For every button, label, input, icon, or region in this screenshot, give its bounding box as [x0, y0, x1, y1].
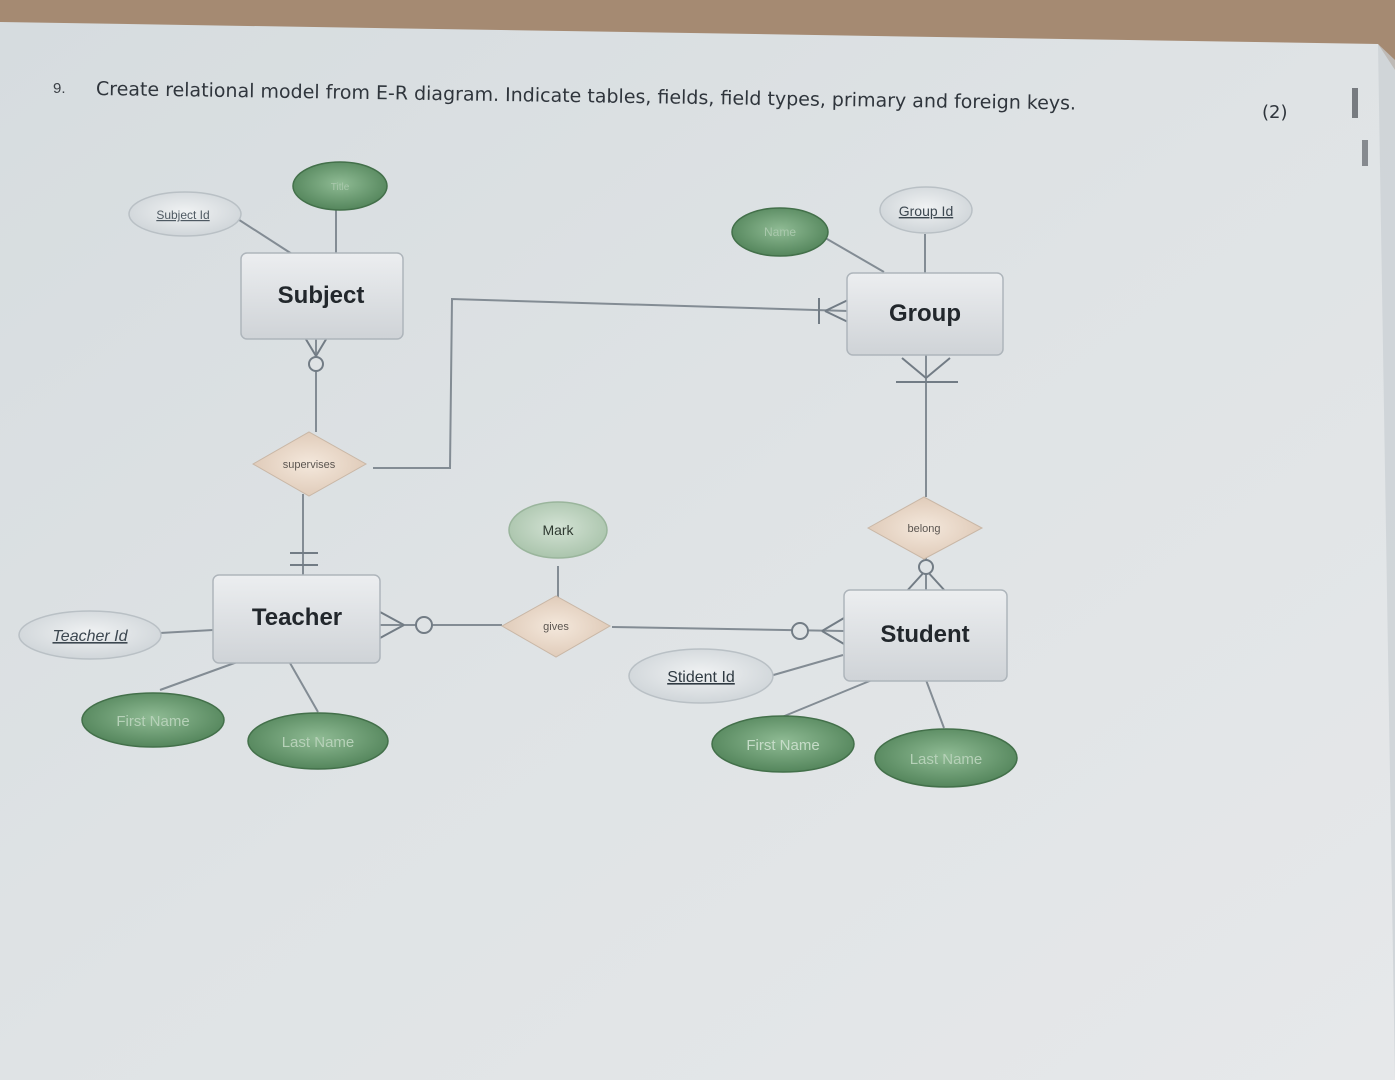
connector-lines [159, 210, 945, 729]
relationship-gives-label: gives [543, 621, 569, 633]
attribute-teacher-first-name: First Name [81, 692, 225, 748]
attribute-mark: Mark [508, 501, 608, 559]
attribute-teacher-last-name: Last Name [247, 712, 389, 770]
entity-teacher-label: Teacher [252, 604, 342, 631]
entity-student-label: Student [880, 621, 969, 648]
attribute-teacher-first-name-label: First Name [116, 713, 189, 730]
entity-subject-label: Subject [278, 282, 365, 309]
attribute-mark-label: Mark [542, 522, 574, 538]
attribute-subject-title-label: Title [331, 182, 350, 193]
attribute-subject-id-label: Subject Id [156, 208, 209, 222]
attribute-teacher-id-label: Teacher Id [52, 628, 128, 645]
attribute-student-first-name: First Name [711, 715, 855, 773]
attribute-student-id: Stident Id [628, 648, 774, 704]
relationship-belong-label: belong [907, 523, 940, 535]
attribute-group-name: Name [731, 207, 829, 257]
question-number: 9. [53, 80, 66, 97]
entity-teacher: Teacher [212, 574, 381, 664]
entity-subject: Subject [240, 252, 404, 340]
relationship-supervises: supervises [251, 431, 368, 497]
attribute-group-id-label: Group Id [899, 203, 953, 219]
attribute-student-last-name-label: Last Name [910, 751, 983, 768]
attribute-student-first-name-label: First Name [746, 737, 819, 754]
attribute-subject-id: Subject Id [128, 191, 242, 237]
entity-group-label: Group [889, 300, 961, 327]
question-marks: (2) [1262, 102, 1288, 123]
attribute-student-id-label: Stident Id [667, 669, 735, 686]
page-edge-mark [1352, 88, 1358, 118]
relationship-belong: belong [866, 496, 984, 560]
attribute-subject-title: Title [292, 161, 388, 211]
relationship-gives: gives [500, 595, 612, 658]
attribute-teacher-id: Teacher Id [18, 610, 162, 660]
attribute-student-last-name: Last Name [874, 728, 1018, 788]
entity-group: Group [846, 272, 1004, 356]
attribute-teacher-last-name-label: Last Name [282, 734, 355, 751]
attribute-group-id: Group Id [879, 186, 973, 234]
attribute-group-name-label: Name [764, 225, 796, 239]
entity-student: Student [843, 589, 1008, 682]
page-edge-mark [1362, 140, 1368, 166]
relationship-supervises-label: supervises [283, 459, 336, 471]
cardinality-marks [290, 298, 958, 645]
